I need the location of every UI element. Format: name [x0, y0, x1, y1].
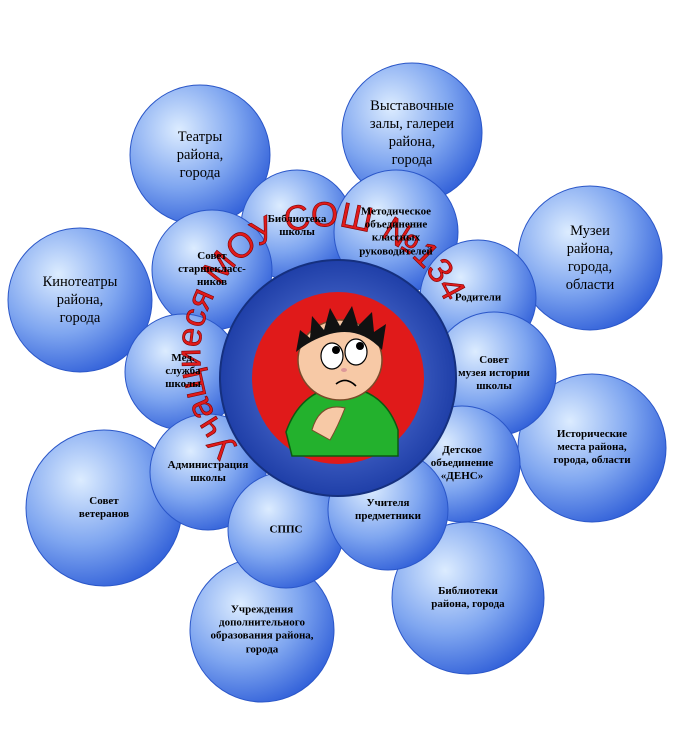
boy-figure-icon — [285, 306, 399, 457]
bubble-muzei — [517, 185, 663, 331]
bubble-kinoteatry — [7, 227, 153, 373]
bubble-layer — [7, 62, 667, 703]
